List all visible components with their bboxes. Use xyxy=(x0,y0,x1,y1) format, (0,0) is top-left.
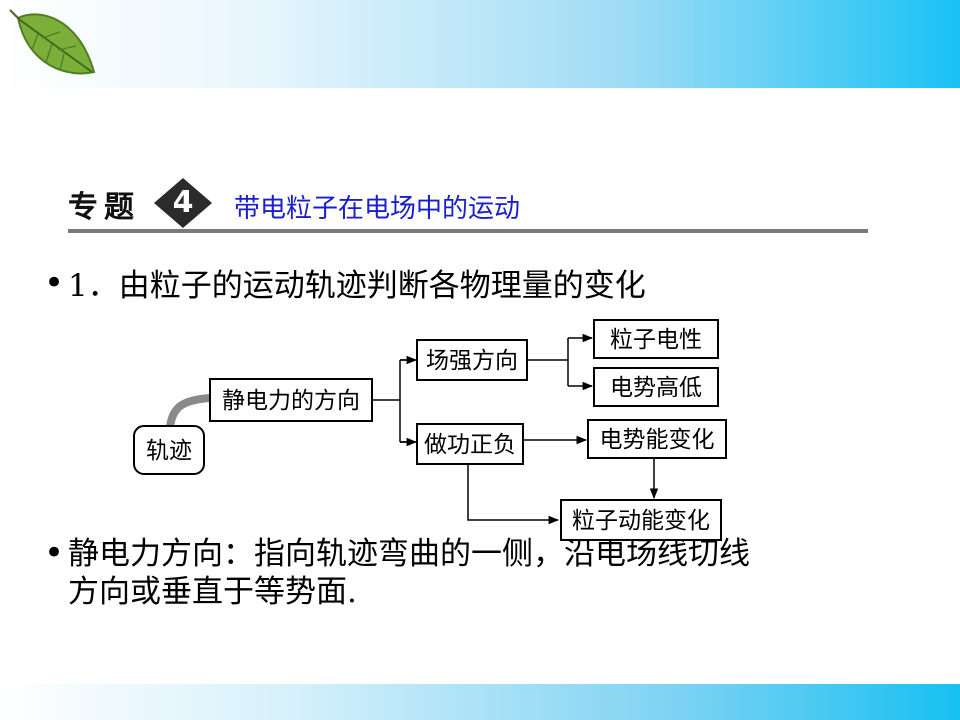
work-sign-box xyxy=(416,423,524,465)
potential-energy-change-label: 电势能变化 xyxy=(600,427,715,453)
field-direction-box xyxy=(416,339,528,381)
particle-charge-box xyxy=(593,319,719,359)
point-1-text: 1．由粒子的运动轨迹判断各物理量的变化 xyxy=(68,268,646,304)
potential-energy-change-box xyxy=(587,419,727,459)
trajectory-connector xyxy=(166,394,211,429)
field-direction-label: 场强方向 xyxy=(426,348,518,374)
bullet-point-2: • xyxy=(44,533,65,573)
leaf-icon xyxy=(9,9,96,75)
point-2-line-1: 静电力方向：指向轨迹弯曲的一侧，沿电场线切线 xyxy=(68,536,750,572)
potential-level-box xyxy=(593,367,719,407)
trajectory-label: 轨迹 xyxy=(146,438,192,464)
topic-label: 专题 xyxy=(68,190,140,225)
point-2-line-2: 方向或垂直于等势面. xyxy=(68,574,357,610)
header-rule xyxy=(68,229,868,233)
kinetic-energy-change-label: 粒子动能变化 xyxy=(572,508,710,534)
work-sign-label: 做功正负 xyxy=(424,432,516,458)
field-branch-bracket xyxy=(527,338,569,386)
particle-charge-label: 粒子电性 xyxy=(610,327,702,353)
diamond-shape xyxy=(154,178,212,228)
force-branch-bracket xyxy=(372,359,412,443)
potential-level-label: 电势高低 xyxy=(610,375,702,401)
topic-number: 4 xyxy=(172,185,194,220)
topic-title: 带电粒子在电场中的运动 xyxy=(234,194,521,224)
bottom-decoration-band xyxy=(0,684,960,720)
topic-header: 专题 4 带电粒子在电场中的运动 xyxy=(68,178,868,234)
top-decoration-band xyxy=(0,0,960,88)
bullet-point-1: • xyxy=(44,263,65,303)
topic-number-badge: 4 xyxy=(154,178,212,228)
arrow-to-kinetic-energy xyxy=(467,464,560,525)
trajectory-box xyxy=(133,425,205,475)
kinetic-energy-change-box xyxy=(560,499,722,541)
force-direction-label: 静电力的方向 xyxy=(222,388,360,414)
force-direction-box xyxy=(209,378,373,422)
